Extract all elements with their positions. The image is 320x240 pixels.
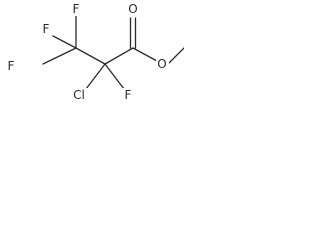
bond-ccarbonyl-oester <box>132 47 158 62</box>
bond-cf3-f-upper-left <box>52 35 77 49</box>
bonds <box>42 14 184 90</box>
bond-cf3-f-left <box>42 47 77 65</box>
bond-oester-methyl <box>167 47 184 65</box>
bond-cf3-cq <box>75 47 106 65</box>
atom-label-o-ester: O <box>157 57 166 71</box>
atom-labels: F F F Cl F O O <box>5 2 169 103</box>
structure-diagram: F F F Cl F O O <box>5 2 184 103</box>
bond-cq-cl <box>85 63 106 90</box>
atom-label-f-top: F <box>73 2 80 16</box>
bond-cq-f-bottom <box>104 63 125 90</box>
atom-label-f-left: F <box>8 59 15 73</box>
atom-label-o-carbonyl: O <box>128 2 137 16</box>
atom-label-f-bottom: F <box>125 88 132 102</box>
atom-label-f-top-left: F <box>43 22 50 36</box>
atom-label-cl: Cl <box>73 88 85 102</box>
bond-cq-ccarbonyl <box>104 47 134 65</box>
